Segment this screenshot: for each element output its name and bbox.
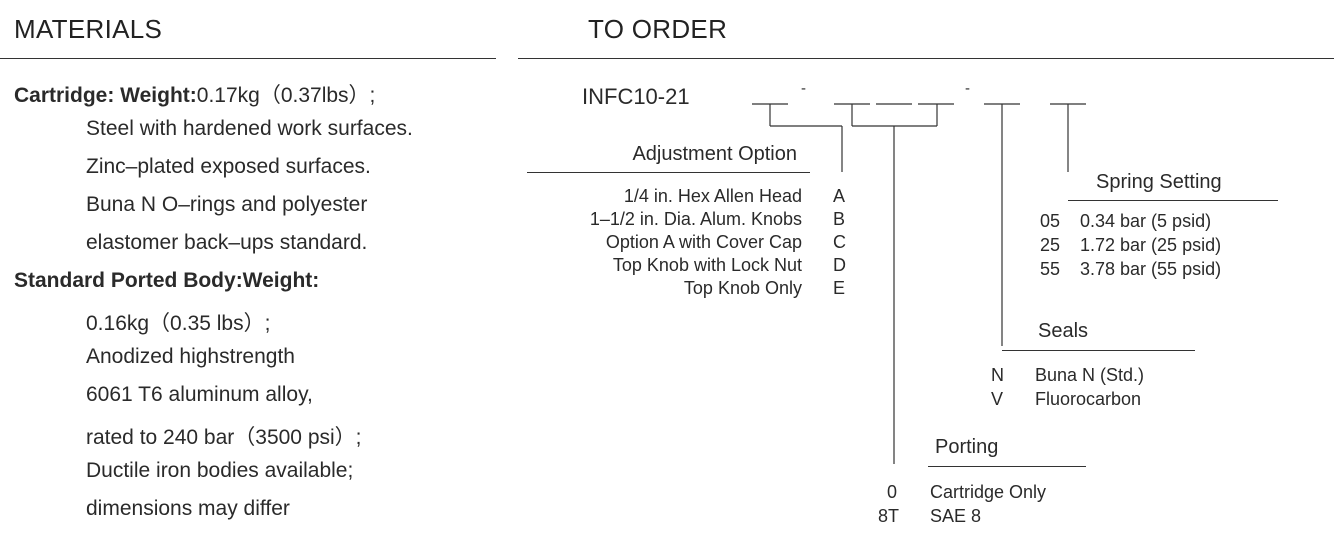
adjustment-option-code: A — [833, 186, 846, 206]
adjustment-option-code: E — [833, 278, 846, 298]
porting-title: Porting — [935, 436, 999, 458]
adjustment-option-code: C — [833, 232, 846, 252]
adjustment-title: Adjustment Option — [632, 143, 797, 165]
adjustment-option-desc: 1/4 in. Hex Allen Head — [623, 186, 802, 206]
body-desc-6: dimensions may differ — [86, 497, 290, 520]
porting-option-code: 0 — [887, 482, 898, 502]
spring-title: Spring Setting — [1096, 171, 1222, 193]
code-dash-2: - — [965, 80, 970, 97]
body-desc-5: Ductile iron bodies available; — [86, 459, 354, 482]
adjustment-option-desc: Top Knob with Lock Nut — [612, 255, 802, 275]
porting-option-desc: Cartridge Only — [930, 482, 1047, 502]
cartridge-desc-1: Steel with hardened work surfaces. — [86, 117, 413, 140]
seals-rule — [1002, 350, 1195, 351]
cartridge-desc-3: Buna N O–rings and polyester — [86, 193, 368, 216]
adjustment-option-desc: Top Knob Only — [683, 278, 802, 298]
spring-option-desc: 0.34 bar (5 psid) — [1080, 211, 1212, 231]
body-desc-4: rated to 240 bar（3500 psi）; — [86, 426, 362, 449]
adjustment-option-desc: 1–1/2 in. Dia. Alum. Knobs — [589, 209, 802, 229]
seals-option-desc: Buna N (Std.) — [1035, 365, 1145, 385]
adjustment-rule — [527, 172, 810, 173]
porting-rule — [928, 466, 1086, 467]
cartridge-label: Cartridge: Weight: — [14, 84, 197, 107]
spring-option-code: 05 — [1040, 211, 1061, 231]
seals-option-code: V — [991, 389, 1004, 409]
to-order-heading: TO ORDER — [588, 14, 728, 44]
adjustment-option-code: D — [833, 255, 846, 275]
cartridge-weight-line: Cartridge: Weight:0.17kg（0.37lbs）; — [14, 79, 375, 109]
materials-rule — [0, 58, 496, 59]
porting-option-desc: SAE 8 — [930, 506, 982, 526]
cartridge-weight: 0.17kg（0.37lbs）; — [196, 84, 376, 107]
materials-heading: MATERIALS — [14, 14, 163, 44]
adjustment-option-code: B — [833, 209, 846, 229]
cartridge-desc-4: elastomer back–ups standard. — [86, 231, 368, 254]
body-desc-2: Anodized highstrength — [86, 345, 295, 368]
spring-option-code: 25 — [1040, 235, 1061, 255]
adjustment-option-desc: Option A with Cover Cap — [605, 232, 802, 252]
porting-option-code: 8T — [878, 506, 900, 526]
to-order-rule — [518, 58, 1334, 59]
cartridge-desc-2: Zinc–plated exposed surfaces. — [86, 155, 371, 178]
spring-option-desc: 3.78 bar (55 psid) — [1080, 259, 1222, 279]
seals-option-desc: Fluorocarbon — [1035, 389, 1142, 409]
spring-option-code: 55 — [1040, 259, 1061, 279]
spring-option-desc: 1.72 bar (25 psid) — [1080, 235, 1222, 255]
body-desc-1: 0.16kg（0.35 lbs）; — [86, 312, 271, 335]
body-label: Standard Ported Body:Weight: — [14, 269, 320, 292]
body-desc-3: 6061 T6 aluminum alloy, — [86, 383, 313, 406]
model-code: INFC10-21 — [582, 84, 690, 109]
code-dash-1: - — [801, 80, 806, 97]
seals-title: Seals — [1038, 320, 1089, 342]
seals-option-code: N — [991, 365, 1004, 385]
spring-rule — [1068, 200, 1278, 201]
